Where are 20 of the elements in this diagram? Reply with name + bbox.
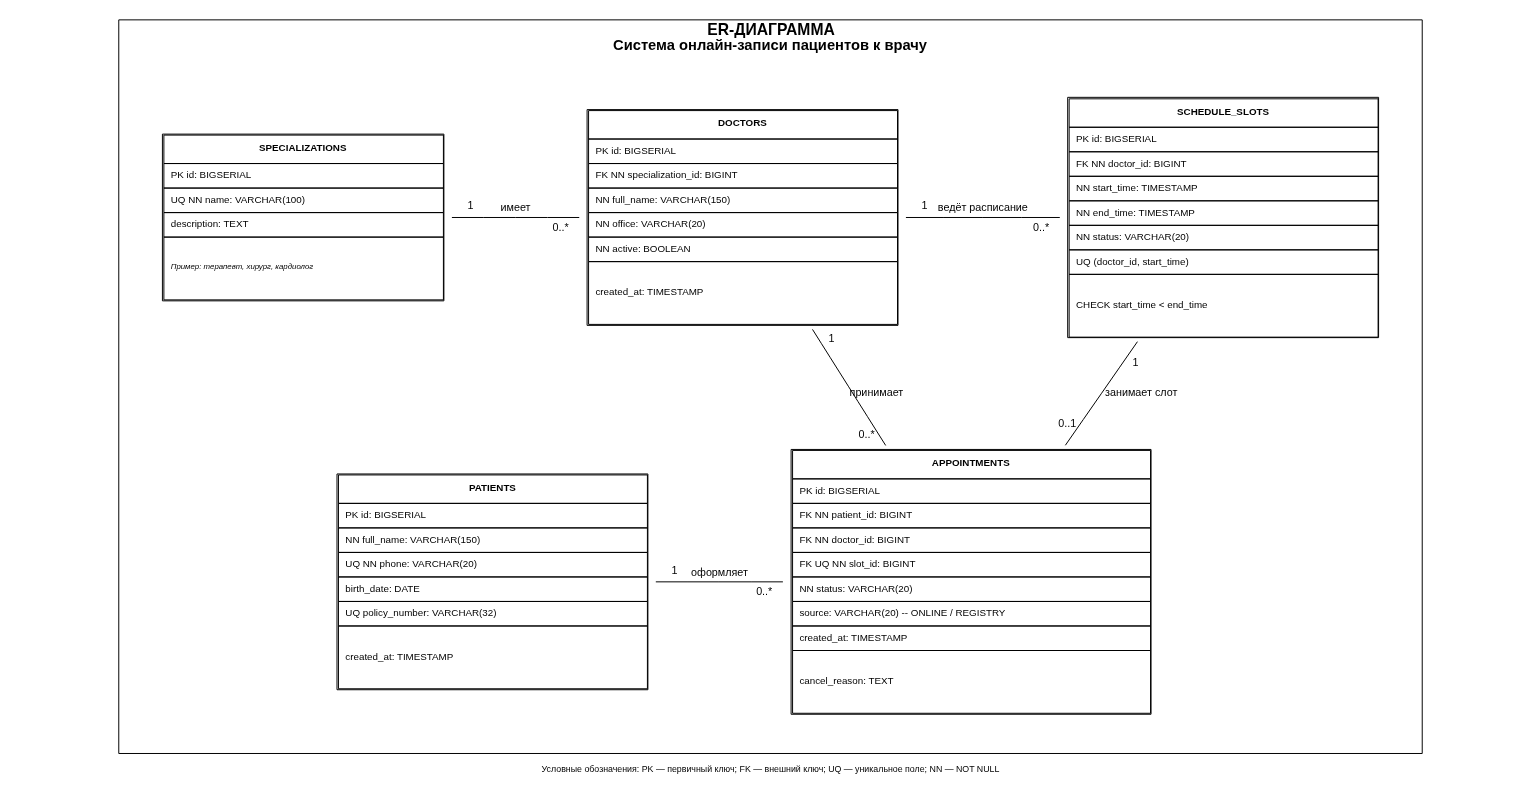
connector	[811, 328, 886, 446]
label: 0..1	[1057, 416, 1076, 429]
label: 1	[1132, 355, 1139, 368]
label: 1	[828, 332, 835, 345]
label: 0..*	[551, 221, 569, 234]
connector	[904, 217, 1060, 218]
caption: Условные обозначения: PK — первичный ключ; FK — внешний ключ; UQ — уникальное поле; NN — NOT NULL	[541, 764, 999, 775]
label: 1	[467, 199, 474, 212]
label: 0..*	[858, 428, 875, 441]
label: 0..*	[1032, 221, 1049, 234]
label: 1	[671, 563, 678, 576]
edge-label: принимает	[849, 386, 903, 399]
connector	[1064, 341, 1138, 446]
edge-label: оформляет	[690, 565, 748, 578]
label: 1	[921, 199, 928, 212]
edge-label: ведёт расписание	[937, 201, 1028, 214]
connector	[450, 217, 580, 218]
label: 0..*	[755, 585, 772, 598]
edge-label: занимает слот	[1104, 386, 1177, 399]
edge-label: имеет	[500, 201, 530, 214]
